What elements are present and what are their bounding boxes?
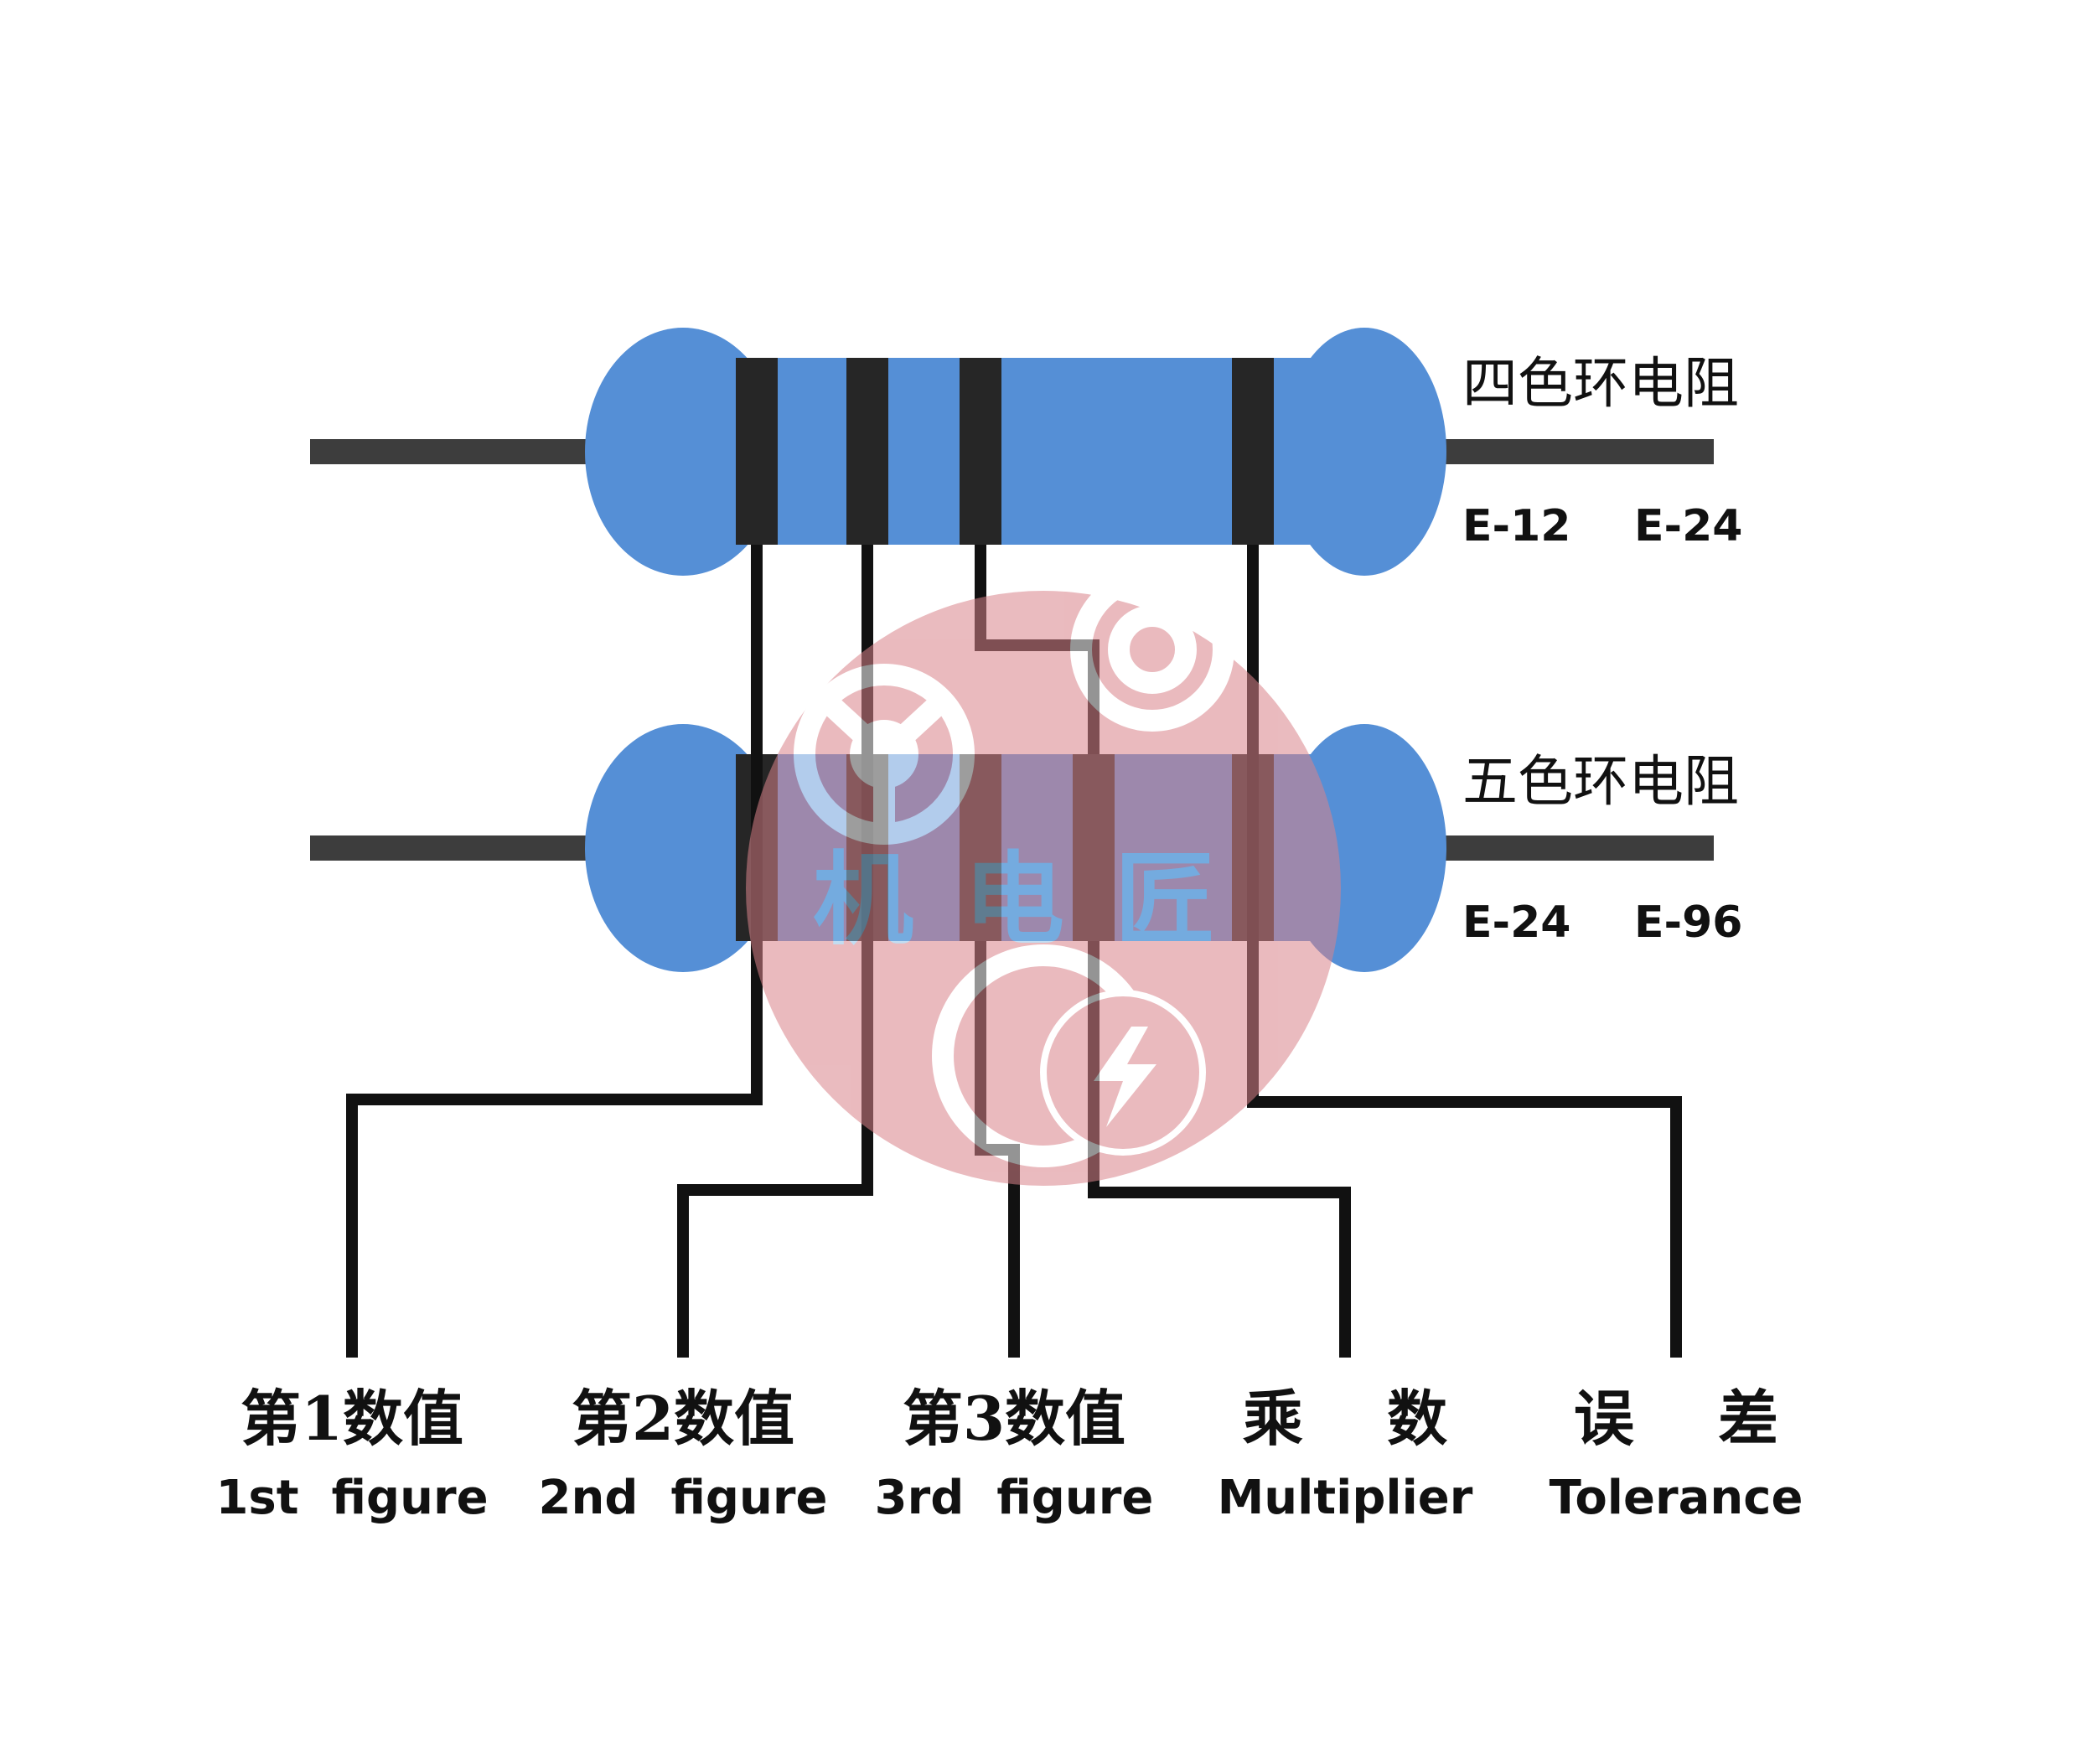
lightning-bolt-icon bbox=[1040, 990, 1206, 1156]
band-labels: 第1数值 1st figure 第2数值 2nd figure 第3数值 3rd… bbox=[215, 1383, 1803, 1525]
four-band-resistor bbox=[310, 328, 1714, 576]
resistor-body bbox=[670, 358, 1391, 545]
lead-right bbox=[1425, 835, 1714, 861]
four-band-series-a: E-12 bbox=[1462, 501, 1570, 551]
lead-left bbox=[310, 835, 595, 861]
watermark: 机电匠 bbox=[746, 567, 1341, 1186]
label-5-en: Tolerance bbox=[1550, 1471, 1803, 1525]
lead-left bbox=[310, 439, 595, 464]
five-band-series-a: E-24 bbox=[1462, 898, 1570, 948]
label-4-en: Multiplier bbox=[1218, 1471, 1473, 1525]
label-3-en: 3rd figure bbox=[875, 1471, 1154, 1525]
five-band-series-b: E-96 bbox=[1634, 898, 1742, 948]
band-2 bbox=[846, 358, 888, 545]
lead-right bbox=[1425, 439, 1714, 464]
band-1 bbox=[736, 358, 778, 545]
label-1-cn: 第1数值 bbox=[241, 1383, 463, 1454]
label-2-en: 2nd figure bbox=[539, 1471, 828, 1525]
label-2-cn: 第2数值 bbox=[572, 1383, 794, 1454]
label-5-cn: 误 差 bbox=[1574, 1383, 1778, 1454]
watermark-text: 机电匠 bbox=[813, 842, 1265, 959]
five-band-title: 五色环电阻 bbox=[1462, 749, 1739, 814]
four-band-series-b: E-24 bbox=[1634, 501, 1742, 551]
band-3 bbox=[960, 358, 1001, 545]
label-1-en: 1st figure bbox=[215, 1471, 488, 1525]
four-band-title: 四色环电阻 bbox=[1462, 351, 1739, 416]
band-4 bbox=[1232, 358, 1274, 545]
label-3-cn: 第3数值 bbox=[903, 1383, 1125, 1454]
label-4-cn: 乘 数 bbox=[1243, 1383, 1447, 1454]
